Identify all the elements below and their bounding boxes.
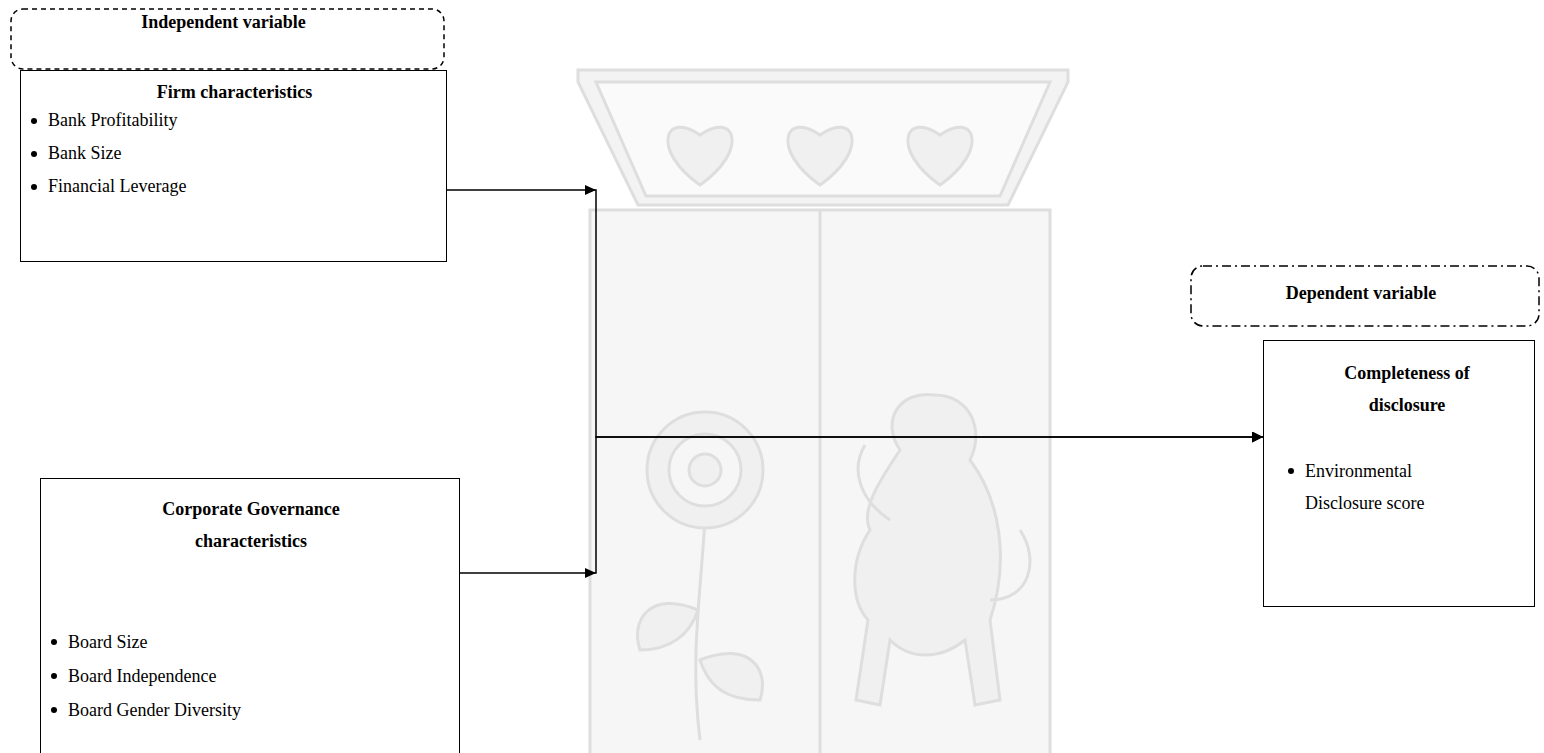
crest-group — [578, 70, 1068, 753]
crest-rim — [578, 70, 1068, 205]
bullet-dot — [31, 118, 37, 124]
variable-box: Corporate Governance characteristicsBoar… — [40, 478, 460, 753]
variable-box: Firm characteristicsBank ProfitabilityBa… — [20, 70, 447, 262]
rose-petal — [669, 434, 741, 506]
junction-arrowhead — [585, 185, 596, 195]
bullet-dot — [1288, 468, 1294, 474]
bullet-text: Board Gender Diversity — [68, 693, 241, 727]
bullet-text: Board Size — [68, 625, 147, 659]
bullet-text: Bank Size — [48, 137, 122, 170]
group-label-box: Dependent variable — [1190, 265, 1540, 327]
crest-heart — [788, 127, 852, 185]
crest-heart — [668, 127, 732, 185]
rose-bloom — [647, 412, 763, 528]
bullet-item: Board Gender Diversity — [51, 693, 451, 727]
bullet-item: Board Independence — [51, 659, 451, 693]
rose-centre — [689, 454, 721, 486]
bullet-text: Bank Profitability — [48, 104, 178, 137]
bullet-dot — [31, 184, 37, 190]
group-label-box: Independent variable — [10, 8, 445, 70]
connector-arrow — [460, 437, 1263, 573]
bullet-item: Bank Size — [31, 137, 438, 170]
box-heading: Independent variable — [10, 8, 437, 36]
bullet-text: Board Independence — [68, 659, 216, 693]
bullet-item: Bank Profitability — [31, 104, 438, 137]
box-heading: Firm characteristics — [31, 80, 438, 104]
bullet-text: Environmental Disclosure score — [1305, 455, 1465, 519]
junction-arrowhead — [585, 568, 596, 578]
bullet-dot — [51, 639, 57, 645]
box-heading: Completeness of disclosure — [1320, 357, 1495, 421]
bullet-item: Environmental Disclosure score — [1288, 455, 1526, 519]
rose-emblem — [637, 412, 763, 740]
crest-band — [596, 82, 1050, 196]
variable-box: Completeness of disclosureEnvironmental … — [1263, 340, 1535, 607]
lion-paw — [858, 445, 890, 520]
bullet-item: Board Size — [51, 625, 451, 659]
crest-divider — [819, 210, 822, 753]
crest-shield — [590, 210, 1050, 753]
rose-stem — [696, 520, 705, 740]
rose-leaf — [700, 654, 763, 700]
lion-body — [855, 394, 1001, 705]
rose-leaf — [637, 604, 698, 650]
bullet-dot — [51, 707, 57, 713]
crest-heart — [908, 127, 972, 185]
bullet-dot — [51, 673, 57, 679]
bullet-item: Financial Leverage — [31, 170, 438, 203]
box-heading: Corporate Governance characteristics — [121, 493, 381, 557]
bullet-dot — [31, 151, 37, 157]
bullet-text: Financial Leverage — [48, 170, 186, 203]
lion-tail — [990, 530, 1030, 600]
dashed-border — [11, 9, 444, 69]
connector-arrow — [447, 190, 1263, 437]
box-heading: Dependent variable — [1190, 279, 1532, 307]
lion-emblem — [855, 394, 1030, 705]
dashed-border — [1191, 266, 1539, 326]
